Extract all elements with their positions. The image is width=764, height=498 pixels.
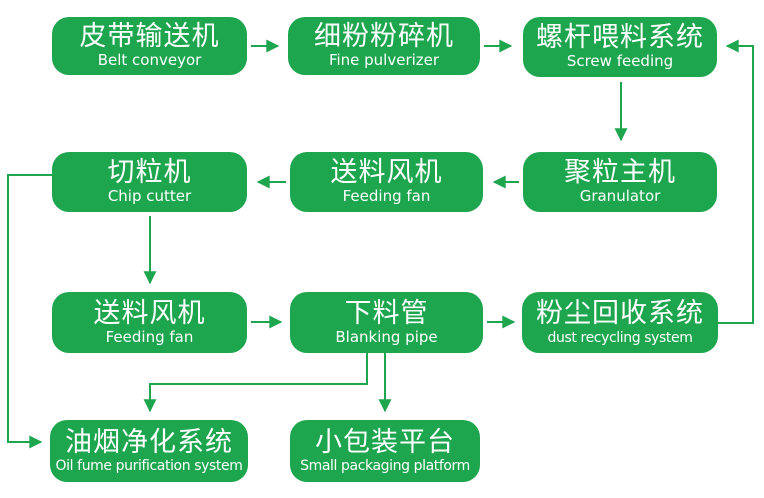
node-feeding-fan-lower-label-zh: 送料风机 [93, 297, 206, 329]
node-fine-pulverizer-label-zh: 细粉粉碎机 [314, 21, 454, 53]
node-feeding-fan-upper: 送料风机 Feeding fan [290, 152, 483, 212]
node-feeding-fan-upper-label-zh: 送料风机 [330, 157, 443, 189]
node-screw-feeding-label-en: Screw feeding [566, 52, 674, 71]
node-feeding-fan-lower: 送料风机 Feeding fan [52, 292, 247, 353]
node-feeding-fan-upper-label-en: Feeding fan [342, 187, 431, 206]
node-belt-conveyor-label-zh: 皮带输送机 [79, 21, 220, 53]
loop-dust-to-screw [718, 39, 754, 324]
node-dust-recycling-system-label-en: dust recycling system [547, 329, 693, 346]
node-blanking-pipe-label-zh: 下料管 [344, 297, 429, 329]
node-blanking-pipe: 下料管 Blanking pipe [290, 292, 483, 353]
node-oil-fume-purification-system: 油烟净化系统 Oil fume purification system [50, 420, 248, 482]
node-dust-recycling-system-label-zh: 粉尘回收系统 [536, 298, 704, 330]
node-chip-cutter-label-zh: 切粒机 [107, 157, 192, 189]
node-small-packaging-platform: 小包装平台 Small packaging platform [290, 420, 480, 482]
node-fine-pulverizer: 细粉粉碎机 Fine pulverizer [288, 17, 480, 75]
node-granulator: 聚粒主机 Granulator [523, 152, 717, 212]
node-oil-fume-purification-system-label-zh: 油烟净化系统 [65, 426, 233, 458]
node-belt-conveyor: 皮带输送机 Belt conveyor [52, 17, 247, 75]
node-belt-conveyor-label-en: Belt conveyor [97, 51, 202, 70]
node-granulator-label-en: Granulator [579, 187, 661, 206]
node-small-packaging-platform-label-en: Small packaging platform [300, 458, 470, 475]
loop-chipcutter-to-oilfume [7, 174, 52, 449]
node-chip-cutter-label-en: Chip cutter [107, 187, 192, 206]
node-feeding-fan-lower-label-en: Feeding fan [105, 327, 194, 346]
node-oil-fume-purification-system-label-en: Oil fume purification system [55, 458, 243, 475]
node-blanking-pipe-label-en: Blanking pipe [335, 327, 438, 346]
node-small-packaging-platform-label-zh: 小包装平台 [315, 426, 455, 458]
node-fine-pulverizer-label-en: Fine pulverizer [328, 51, 440, 70]
arrow-blankingpipe-to-oilfume [143, 353, 368, 413]
node-screw-feeding-label-zh: 螺杆喂料系统 [536, 22, 704, 54]
node-screw-feeding: 螺杆喂料系统 Screw feeding [523, 17, 717, 77]
node-dust-recycling-system: 粉尘回收系统 dust recycling system [522, 292, 718, 353]
node-granulator-label-zh: 聚粒主机 [564, 157, 676, 189]
node-chip-cutter: 切粒机 Chip cutter [52, 152, 247, 212]
